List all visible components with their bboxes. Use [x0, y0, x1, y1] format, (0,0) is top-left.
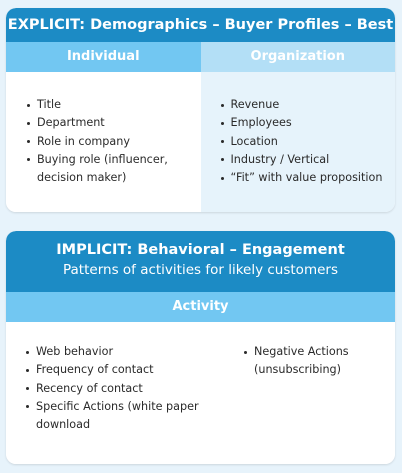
list-item: Role in company [27, 133, 191, 151]
activity-left-list: Web behavior Frequency of contact Recenc… [6, 322, 212, 434]
list-item: Employees [220, 114, 390, 132]
organization-list: Revenue Employees Location Industry / Ve… [201, 72, 396, 187]
list-item: Web behavior [26, 343, 204, 361]
activity-header: Activity [6, 292, 395, 322]
explicit-card: EXPLICIT: Demographics – Buyer Profiles … [6, 8, 395, 212]
explicit-header-row: Individual Organization [6, 42, 395, 72]
activity-right-list: Negative Actions (unsubscribing) [212, 322, 395, 380]
list-item: Department [27, 114, 191, 132]
organization-column: Revenue Employees Location Industry / Ve… [200, 72, 396, 212]
implicit-title: IMPLICIT: Behavioral – Engagement [56, 242, 345, 258]
list-item: Revenue [220, 96, 390, 114]
list-item: Buying role (influencer, decision maker) [27, 151, 191, 188]
list-item: “Fit” with value proposition [220, 169, 390, 187]
organization-header: Organization [200, 42, 395, 72]
individual-header: Individual [6, 42, 201, 72]
list-item: Negative Actions (unsubscribing) [244, 343, 387, 380]
explicit-title: EXPLICIT: Demographics – Buyer Profiles … [6, 8, 395, 67]
list-item: Title [27, 96, 191, 114]
activity-right-column: Negative Actions (unsubscribing) [212, 322, 395, 464]
list-item: Frequency of contact [26, 361, 204, 379]
implicit-card: IMPLICIT: Behavioral – Engagement Patter… [6, 231, 395, 464]
list-item: Industry / Vertical [220, 151, 390, 169]
implicit-title-bar: IMPLICIT: Behavioral – Engagement Patter… [6, 231, 395, 292]
individual-column: Title Department Role in company Buying … [6, 72, 201, 212]
explicit-body: Title Department Role in company Buying … [6, 72, 395, 212]
list-item: Recency of contact [26, 380, 204, 398]
list-item: Location [220, 133, 390, 151]
activity-left-column: Web behavior Frequency of contact Recenc… [6, 322, 212, 464]
list-item: Specific Actions (white paper download [26, 398, 204, 435]
activity-body: Web behavior Frequency of contact Recenc… [6, 322, 395, 464]
implicit-subtitle: Patterns of activities for likely custom… [63, 262, 338, 278]
individual-list: Title Department Role in company Buying … [6, 72, 201, 187]
